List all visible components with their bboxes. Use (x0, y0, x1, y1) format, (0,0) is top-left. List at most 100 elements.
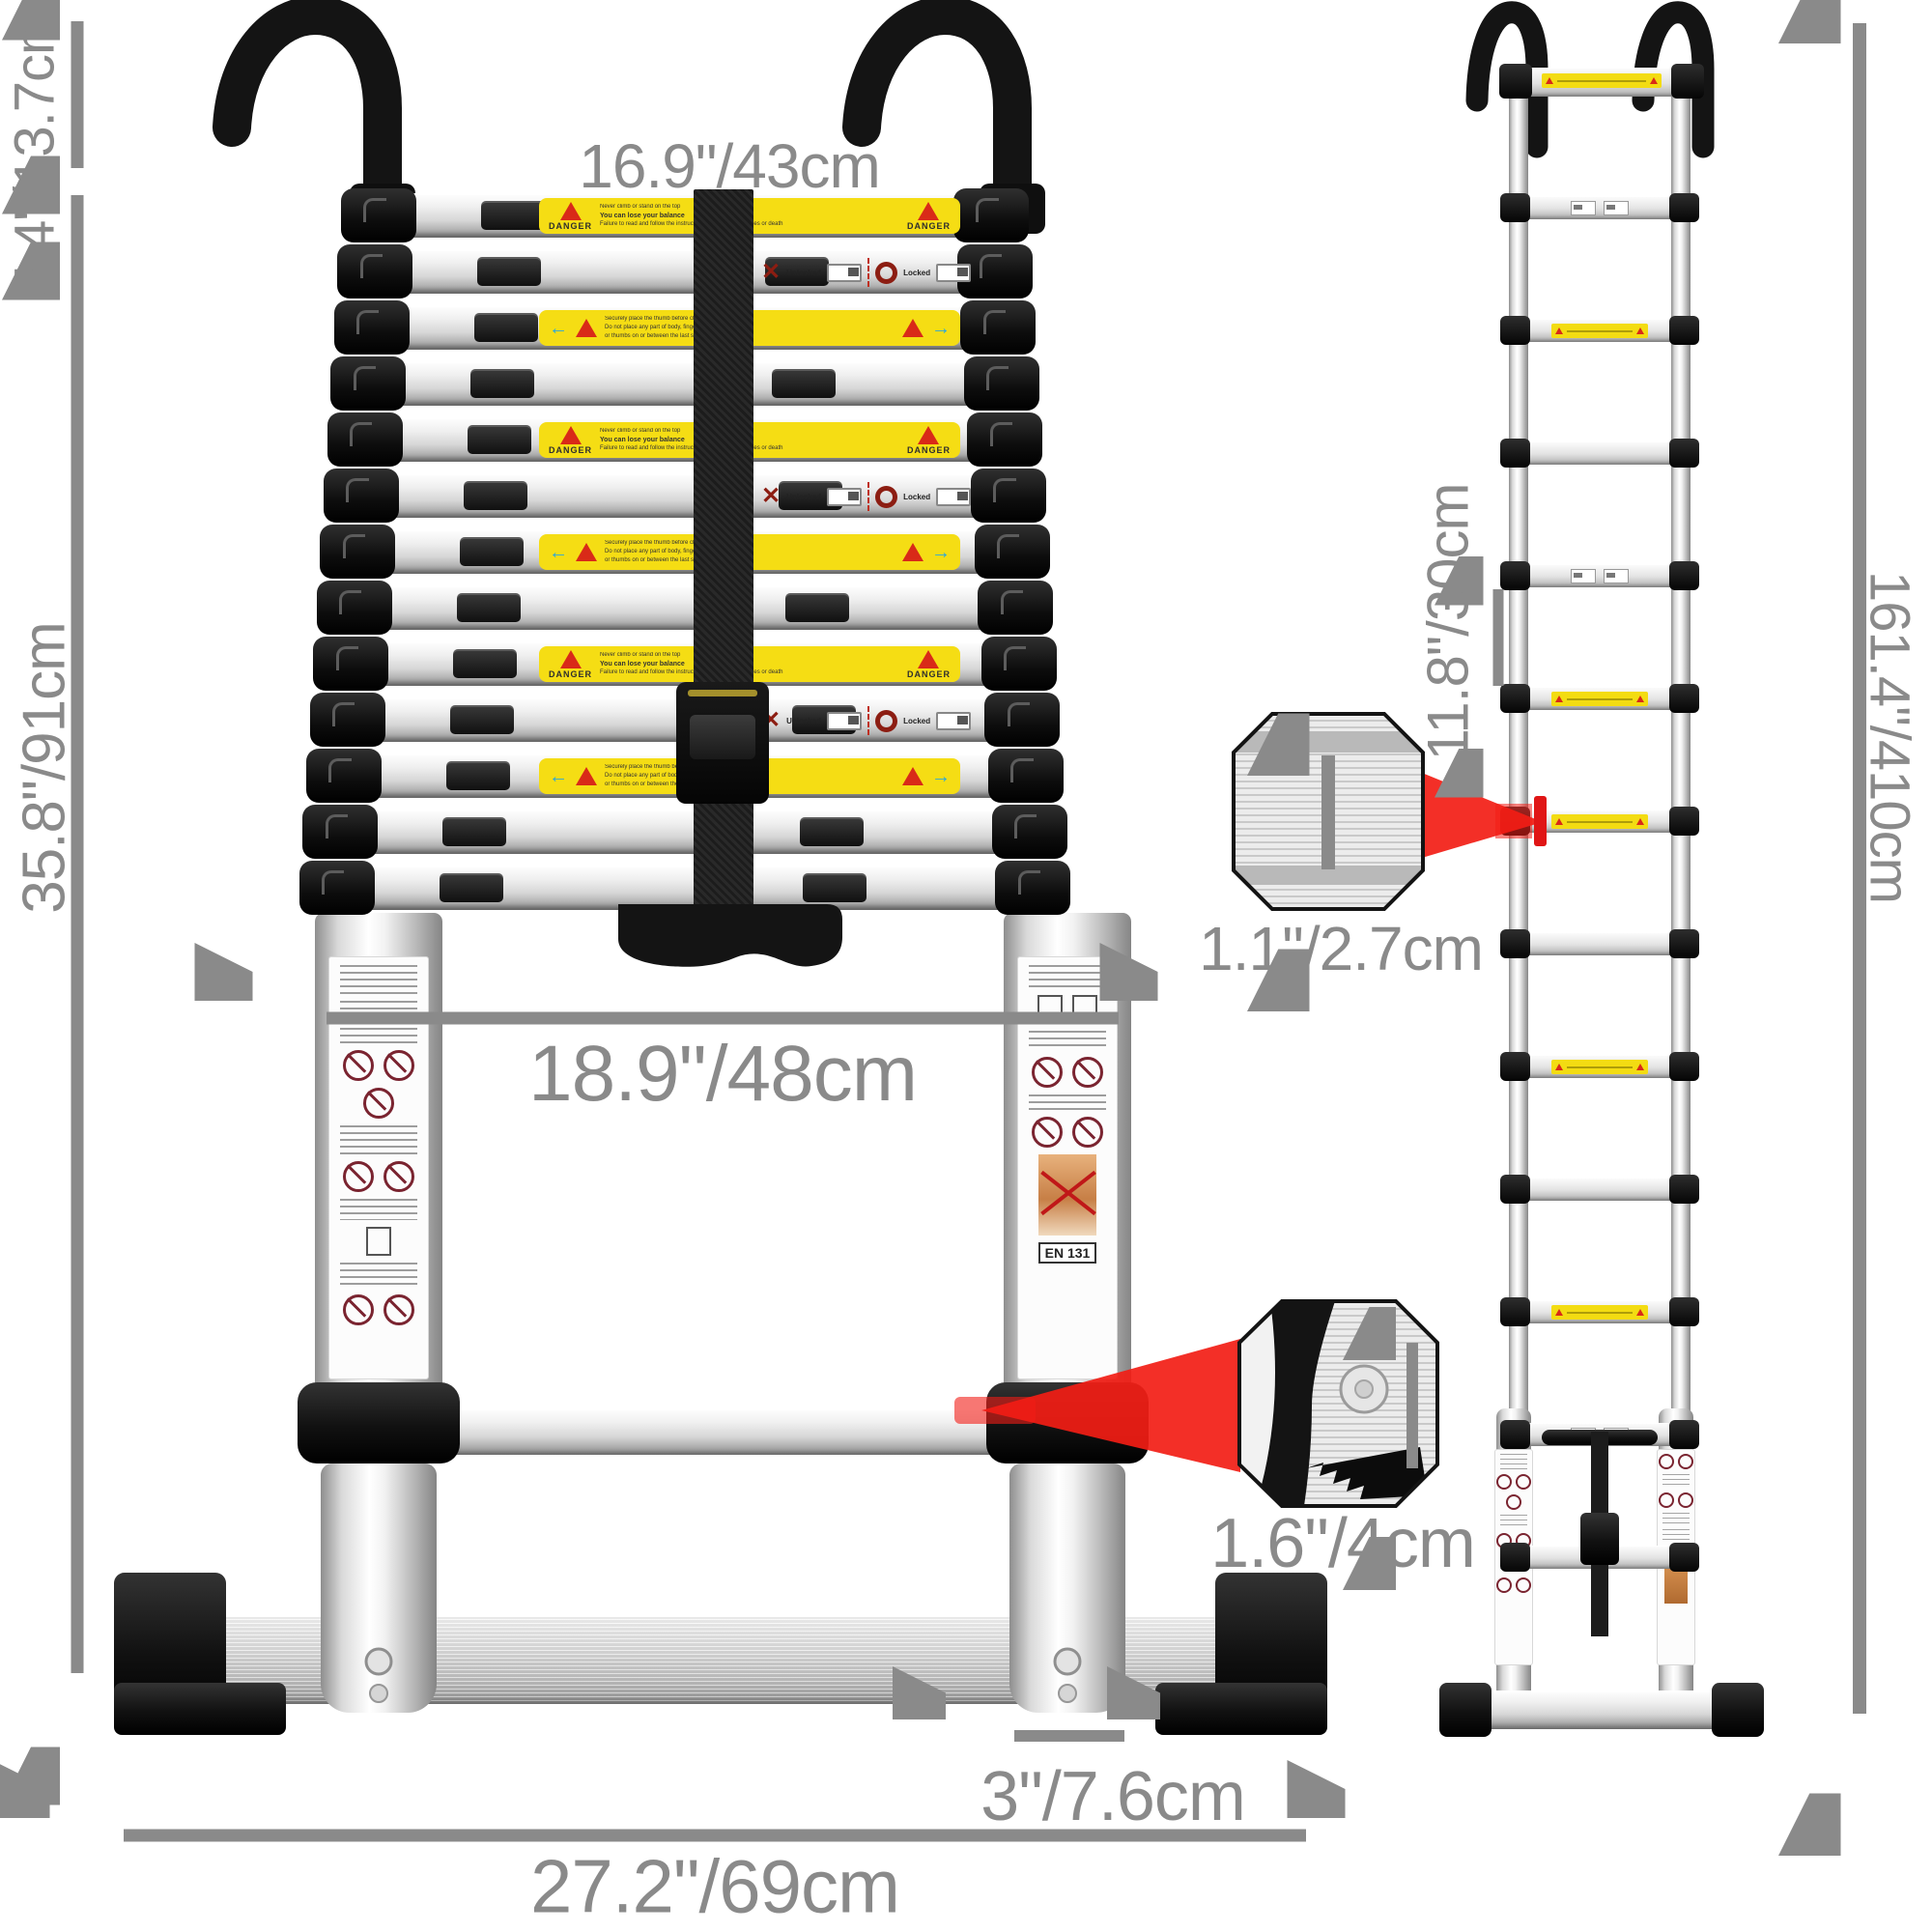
buckle-metal-bar (688, 690, 757, 696)
rung-lock-button (477, 257, 542, 286)
extended-rung-clamp (1500, 1297, 1530, 1326)
extended-height-label: 161.4"/410cm (1858, 571, 1921, 903)
strap-buckle (676, 682, 769, 804)
front-left-collar (298, 1382, 460, 1463)
extended-left-hook-icon (1465, 1, 1548, 158)
rung-profile-callout (1232, 712, 1425, 909)
front-rung-end-cap (991, 805, 1067, 859)
extended-rung-warning-label (1551, 1305, 1648, 1320)
front-rung-end-cap (333, 300, 410, 355)
extended-rung-bar (1526, 196, 1673, 219)
frame-width-label: 18.9"/48cm (527, 1030, 918, 1118)
extended-rung-clamp (1669, 316, 1699, 345)
extended-rung-clamp (1500, 1052, 1530, 1081)
front-rung-end-cap (984, 693, 1061, 747)
extended-rung-clamp (1669, 1175, 1699, 1204)
front-rung-end-cap (324, 469, 399, 523)
front-rung-end-cap (953, 188, 1029, 242)
extended-rung-bar (1526, 1178, 1673, 1201)
rung-lock-button (439, 873, 503, 902)
extended-rung-warning-label (1542, 73, 1662, 88)
hook-width-label: 16.9"/43cm (579, 131, 881, 201)
en131-badge: EN 131 (1037, 1242, 1097, 1264)
extended-rung-bar (1526, 441, 1673, 465)
extended-rung-lock-label (1571, 569, 1629, 583)
front-rung-end-cap (963, 356, 1039, 411)
right-post-bolt-icon (1053, 1647, 1082, 1676)
tube-detail-callout (1237, 1299, 1439, 1506)
base-width-label: 27.2"/69cm (530, 1843, 900, 1929)
rung-lock-button (453, 649, 518, 678)
rung-lock-button (470, 369, 535, 398)
extended-rung-clamp (1669, 439, 1699, 468)
extended-rung-clamp (1669, 684, 1699, 713)
left-post-bolt-icon (364, 1647, 393, 1676)
front-rung-end-cap (967, 412, 1043, 467)
front-rung-end-cap (327, 412, 403, 467)
rung-lock-button (460, 537, 525, 566)
rung-lock-button (473, 313, 538, 342)
rung-lock-button (446, 761, 510, 790)
extended-rung-bar (1526, 564, 1673, 587)
extended-rung-clamp (1669, 929, 1699, 958)
rung-lock-button (467, 425, 531, 454)
collar-highlight (954, 1397, 1036, 1424)
extended-rung-warning-label (1551, 324, 1648, 338)
extended-left-foot (1439, 1683, 1492, 1737)
callout-beam-tube (981, 1339, 1240, 1472)
front-rung-end-cap (341, 188, 416, 242)
extended-rung-clamp (1500, 316, 1530, 345)
extended-strap-buckle (1580, 1513, 1619, 1565)
extended-right-foot (1712, 1683, 1764, 1737)
extended-rung-clamp (1669, 561, 1699, 590)
carry-handle (618, 904, 842, 967)
extended-rung-clamp (1669, 1420, 1699, 1449)
front-rung-end-cap (988, 749, 1064, 803)
rung-highlight (1495, 804, 1532, 838)
extended-rung-clamp (1500, 193, 1530, 222)
extended-rung-bar (1526, 932, 1673, 955)
extended-rung-clamp (1669, 193, 1699, 222)
extended-rung-clamp (1500, 684, 1530, 713)
front-rung-end-cap (995, 861, 1071, 915)
extended-rung-warning-label (1551, 1060, 1648, 1074)
rung-lock-button (456, 593, 521, 622)
foot-offset-label: 3"/7.6cm (980, 1758, 1246, 1835)
rung-lock-button (799, 817, 864, 846)
extended-rung-clamp (1669, 1543, 1699, 1572)
front-left-foot-pad (114, 1683, 286, 1735)
collapsed-height-label: 35.8"/91cm (11, 622, 78, 914)
extended-rung-clamp (1499, 64, 1532, 99)
rung-lock-button (464, 481, 527, 510)
front-left-hook-icon (213, 0, 402, 230)
extended-rung-clamp (1671, 64, 1704, 99)
extended-rung-warning-label (1551, 692, 1648, 706)
crossed-photo-icon (1038, 1154, 1096, 1236)
rung-lock-button (771, 369, 836, 398)
front-right-foot-pad (1155, 1683, 1327, 1735)
right-post-screw-icon (1058, 1684, 1077, 1703)
front-rung-end-cap (320, 525, 396, 579)
front-rung-end-cap (302, 805, 379, 859)
extended-right-hook-icon (1632, 1, 1715, 158)
instruction-sticker-left (328, 956, 429, 1379)
front-rung-end-cap (974, 525, 1050, 579)
front-rung-end-cap (298, 861, 375, 915)
rung-profile-label: 1.1"/2.7cm (1199, 914, 1484, 983)
rung-lock-button (449, 705, 514, 734)
extended-rung-clamp (1500, 439, 1530, 468)
front-rung-end-cap (330, 356, 407, 411)
extended-rung-clamp (1500, 561, 1530, 590)
front-rung-end-cap (337, 244, 413, 298)
rung-spacing-label: 11.8"/30cm (1415, 483, 1481, 761)
extended-stabilizer-bar (1451, 1690, 1743, 1729)
extended-rung-clamp (1669, 1052, 1699, 1081)
rung-lock-button (442, 817, 507, 846)
left-post-screw-icon (369, 1684, 388, 1703)
rung-lock-button (764, 257, 829, 286)
